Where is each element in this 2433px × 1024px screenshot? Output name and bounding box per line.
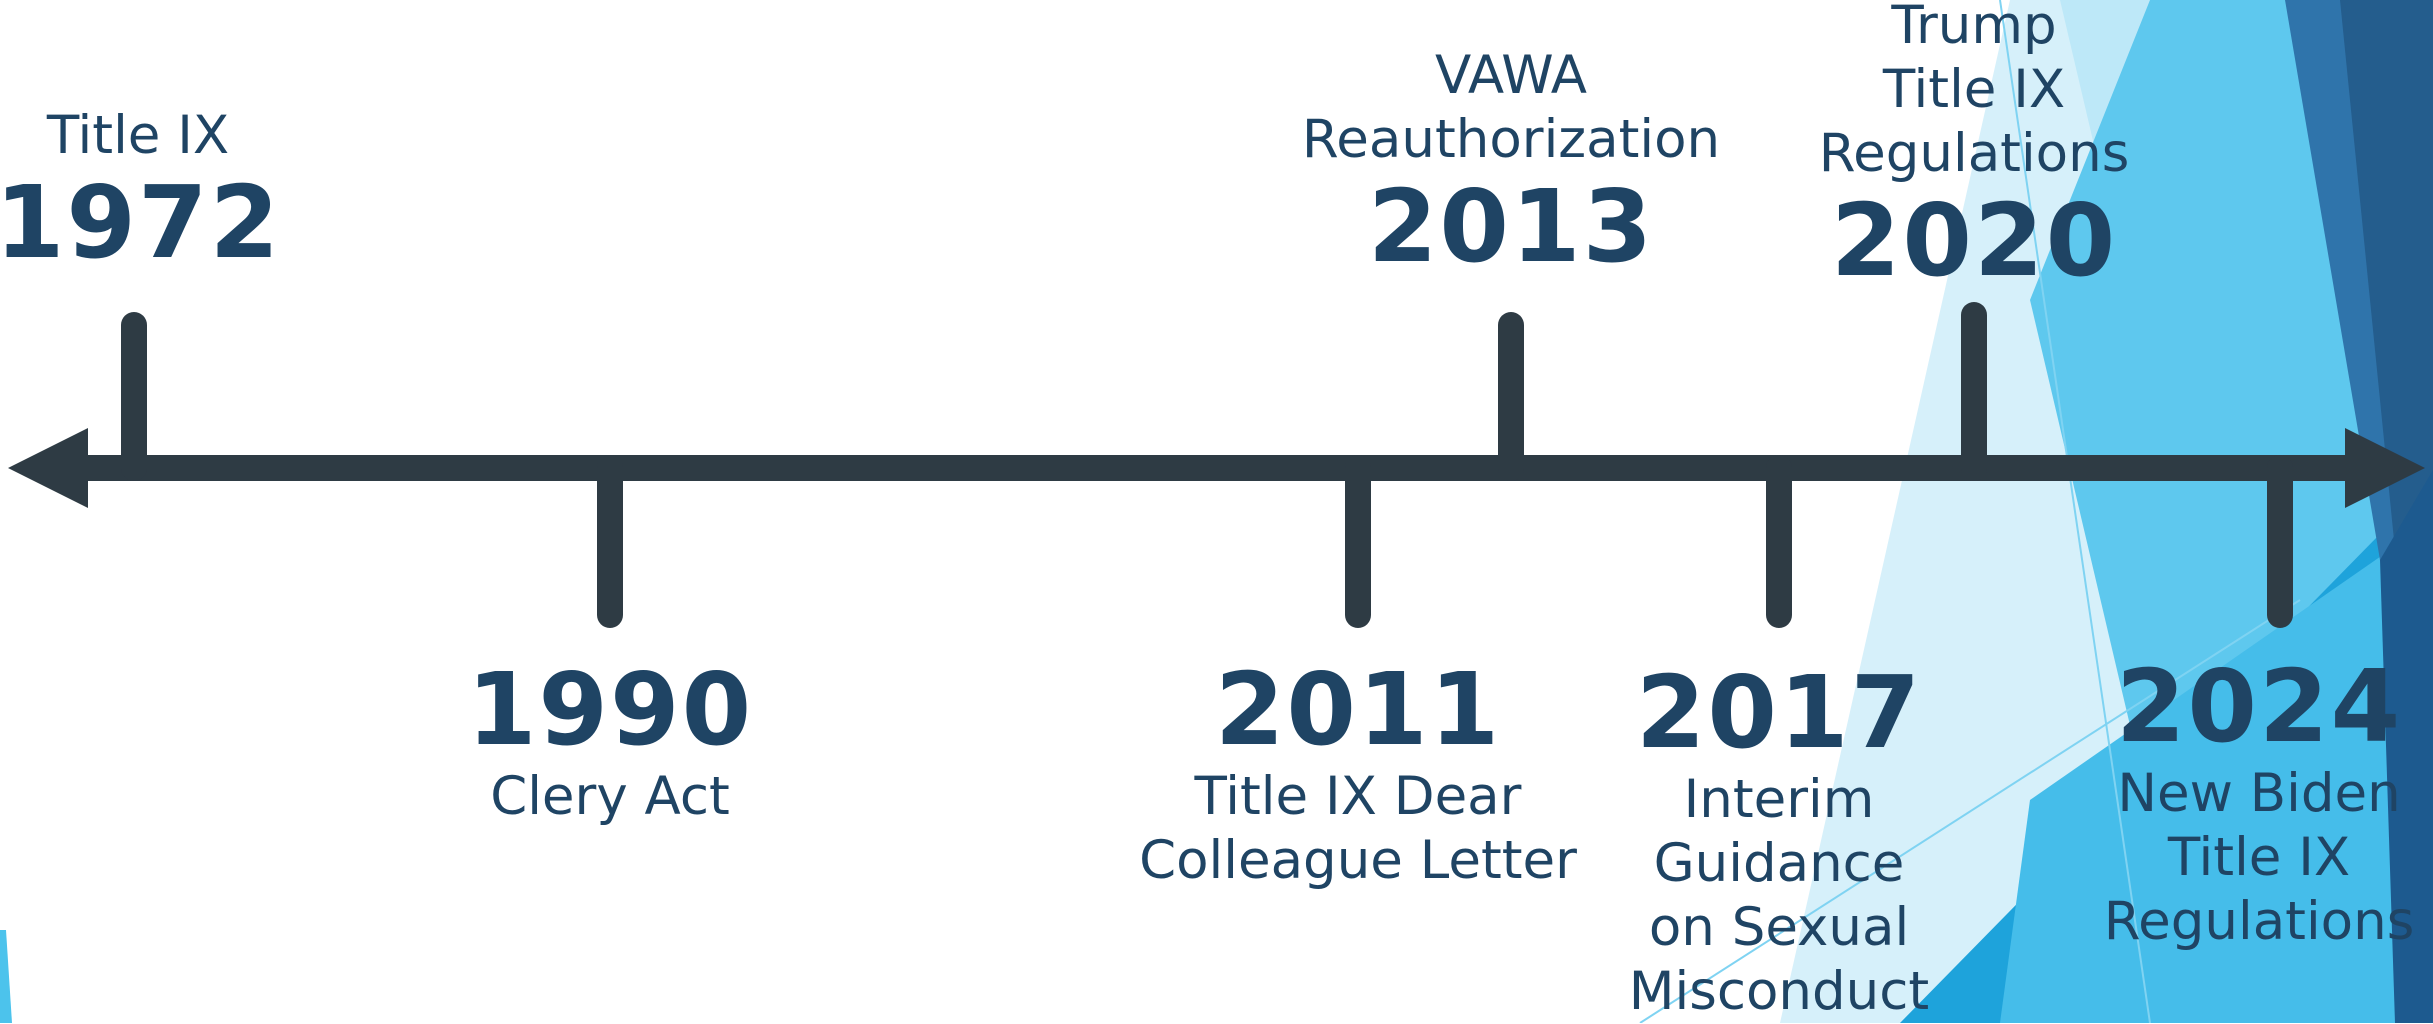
- event-year: 2011: [1214, 651, 1502, 768]
- bg-sliver: [0, 930, 12, 1023]
- event-label: Trump Title IX Regulations: [1818, 0, 2130, 184]
- bg-shape-cyan: [2000, 520, 2433, 1023]
- event-label: VAWA Reauthorization: [1301, 45, 1721, 170]
- timeline-left-arrow: [8, 428, 88, 508]
- bg-shape-deep: [2380, 470, 2433, 1023]
- event-label: Interim Guidance on Sexual Misconduct: [1628, 769, 1930, 1022]
- event-2013: VAWA Reauthorization 2013: [1251, 44, 1771, 282]
- event-year: 2024: [2115, 648, 2403, 765]
- timeline-bar: [60, 455, 2350, 481]
- event-year: 1972: [0, 164, 282, 281]
- event-label: New Biden Title IX Regulations: [2103, 763, 2415, 952]
- event-2020: Trump Title IX Regulations 2020: [1714, 0, 2234, 296]
- event-year: 2017: [1635, 654, 1923, 771]
- event-label: Title IX: [46, 105, 230, 166]
- event-year: 2020: [1830, 182, 2118, 299]
- event-label: Title IX Dear Colleague Letter: [1139, 766, 1577, 891]
- bg-line: [1999, 0, 2151, 1023]
- bg-line: [1639, 599, 2301, 1023]
- event-label: Clery Act: [490, 766, 730, 827]
- event-2011: 2011 Title IX Dear Colleague Letter: [1098, 655, 1618, 893]
- event-year: 2013: [1367, 168, 1655, 285]
- event-1972: Title IX 1972: [0, 104, 398, 278]
- event-2017: 2017 Interim Guidance on Sexual Miscondu…: [1519, 658, 2039, 1024]
- timeline-right-arrow: [2345, 428, 2425, 508]
- event-2024: 2024 New Biden Title IX Regulations: [1999, 652, 2433, 954]
- event-1990: 1990 Clery Act: [350, 655, 870, 829]
- event-year: 1990: [466, 651, 754, 768]
